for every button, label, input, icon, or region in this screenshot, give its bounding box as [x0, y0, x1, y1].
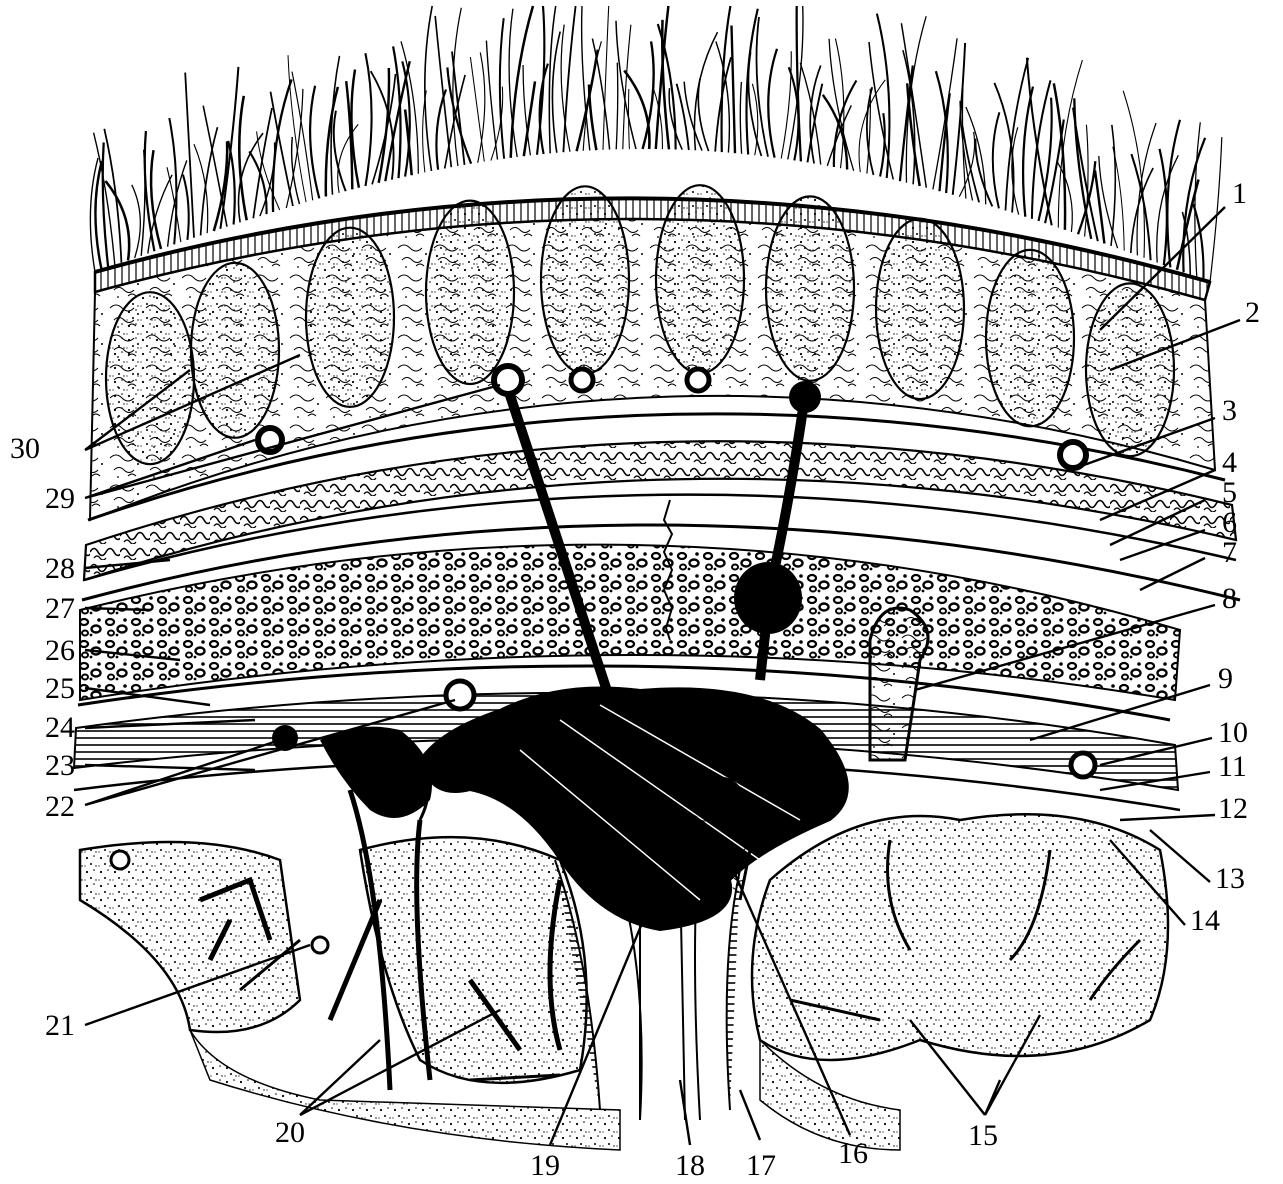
hair-strand [470, 57, 484, 162]
label-3: 3 [1222, 394, 1237, 427]
label-9: 9 [1218, 662, 1233, 695]
hair-strand [183, 175, 189, 240]
hair-strand [616, 63, 618, 150]
hair-strand [732, 26, 736, 154]
label-28: 28 [45, 552, 75, 585]
label-8: 8 [1222, 582, 1237, 615]
label-11: 11 [1218, 750, 1247, 783]
hair-strand [1027, 58, 1052, 226]
hair-strand [1137, 123, 1156, 255]
sebaceous-gland [656, 185, 744, 373]
hair-strand [1032, 80, 1051, 218]
hair-strand [445, 75, 465, 169]
label-10: 10 [1218, 716, 1248, 749]
hair-strand [583, 41, 601, 151]
hair-strand [90, 158, 98, 272]
label-15: 15 [968, 1119, 998, 1152]
hair-strand [478, 53, 485, 163]
label-12: 12 [1218, 792, 1248, 825]
hair-strand [623, 25, 631, 150]
cortex-gyrus-right [752, 814, 1168, 1060]
hair-strand [273, 79, 292, 212]
hair-strand [698, 79, 708, 151]
hair-strand [95, 161, 101, 270]
label-21: 21 [45, 1009, 75, 1042]
label-13: 13 [1215, 862, 1245, 895]
diploe-bone-layer [80, 545, 1180, 700]
hair-strand [310, 86, 319, 199]
hair-strand [151, 150, 161, 249]
hair-strand [106, 181, 130, 260]
label-4: 4 [1222, 446, 1237, 479]
hair-strand [953, 43, 965, 195]
sebaceous-gland [306, 228, 394, 407]
label-16: 16 [838, 1137, 868, 1170]
label-24: 24 [45, 711, 75, 744]
label-27: 27 [45, 592, 75, 625]
label-2: 2 [1245, 296, 1260, 329]
label-7: 7 [1222, 536, 1237, 569]
sebaceous-gland [986, 250, 1074, 426]
hair-strand [132, 185, 141, 258]
diploic-vein [734, 562, 802, 634]
hair-strand [752, 84, 757, 155]
hair-strand [145, 131, 155, 251]
sebaceous-gland [191, 263, 279, 438]
hair-strand [201, 127, 218, 235]
label-29: 29 [45, 482, 75, 515]
hair-strand [239, 96, 246, 220]
hair-strand [365, 53, 371, 186]
label-18: 18 [675, 1149, 705, 1182]
hair-strand [1167, 120, 1180, 268]
hair-strand [994, 83, 1013, 213]
label-19: 19 [530, 1149, 560, 1182]
label-1: 1 [1232, 177, 1247, 210]
hair-strand [288, 55, 306, 202]
hair-strand [1195, 122, 1200, 277]
label-23: 23 [45, 749, 75, 782]
hair-strand [425, 6, 432, 171]
hair-strand [435, 16, 451, 167]
hair-strand [959, 132, 974, 197]
label-14: 14 [1190, 904, 1220, 937]
label-20: 20 [275, 1116, 305, 1149]
hair-strand [1210, 137, 1222, 282]
label-25: 25 [45, 672, 75, 705]
label-6: 6 [1222, 506, 1237, 539]
hair-strand [334, 111, 346, 192]
hair-strand [768, 49, 777, 158]
label-17: 17 [746, 1149, 776, 1182]
sebaceous-gland [766, 196, 854, 380]
sebaceous-gland [426, 201, 514, 384]
hair-strand [756, 17, 768, 157]
hair-strand [552, 32, 560, 153]
hair-strand [203, 106, 227, 227]
hair-strand [486, 41, 497, 160]
hair-strand [453, 8, 461, 166]
hair-strand [563, 6, 575, 152]
hair-strand [1123, 91, 1144, 258]
label-22: 22 [45, 790, 75, 823]
label-5: 5 [1222, 476, 1237, 509]
hair-strand [993, 112, 1000, 208]
hair-strand [1054, 83, 1065, 229]
sebaceous-gland [1086, 283, 1174, 456]
hair-strand [561, 25, 570, 152]
hair-strand [589, 85, 596, 151]
label-30: 30 [10, 432, 40, 465]
label-26: 26 [45, 634, 75, 667]
sebaceous-gland [876, 219, 964, 399]
hair-strand [228, 141, 235, 225]
hair-strand [740, 82, 741, 154]
sebaceous-gland [541, 186, 629, 374]
